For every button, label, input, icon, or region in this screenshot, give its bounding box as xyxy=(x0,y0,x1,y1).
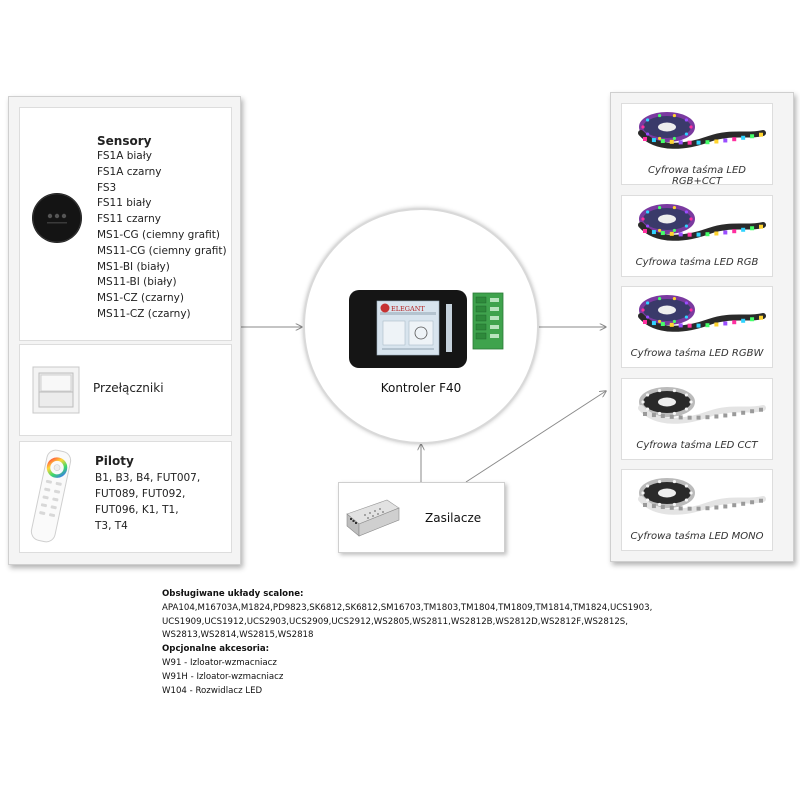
remotes-list: B1, B3, B4, FUT007, FUT089, FUT092, FUT096… xyxy=(95,470,200,534)
sensor-device-icon xyxy=(32,193,82,243)
controller-brand-logo: ELEGANT xyxy=(391,305,425,313)
led-strip-label: Cyfrowa taśma LED RGB+CCT xyxy=(647,165,747,187)
white-led-strip-image xyxy=(638,386,766,424)
remotes-panel: Piloty B1, B3, B4, FUT007, FUT089, FUT092… xyxy=(19,441,232,553)
chips-line: APA104,M16703A,M1824,PD9823,SK6812,SK681… xyxy=(162,602,653,613)
remotes-title: Piloty xyxy=(95,454,134,468)
led-strip-label: Cyfrowa taśma LED CCT xyxy=(636,439,758,451)
power-supply-label: Zasilacze xyxy=(425,511,482,525)
sensor-item: FS1A czarny xyxy=(97,165,162,178)
led-strip-label: Cyfrowa taśma LED MONO xyxy=(630,531,764,542)
rgb-led-strip-image xyxy=(638,112,766,149)
accessories-title: Opcjonalne akcesoria: xyxy=(162,644,270,655)
led-strip-card: Cyfrowa taśma LED RGB xyxy=(621,194,773,277)
led-strip-card: Cyfrowa taśma LED CCT xyxy=(621,377,773,460)
controller-circle: ELEGANT Kontroler F40 xyxy=(303,208,539,444)
arrow-power-to-outputs xyxy=(465,391,606,483)
controller-label: Kontroler F40 xyxy=(380,381,462,395)
rgb-led-strip-image xyxy=(638,295,766,332)
remote-models-line: FUT089, FUT092, xyxy=(95,488,186,500)
chips-line: UCS1909,UCS1912,UCS2903,UCS2909,UCS2912,… xyxy=(162,616,628,627)
notes-section: Obsługiwane układy scalone: APA104,M1670… xyxy=(162,588,652,698)
remote-models-line: FUT096, K1, T1, xyxy=(95,504,179,516)
sensor-item: MS11-CG (ciemny grafit) xyxy=(97,244,227,257)
remote-models-line: T3, T4 xyxy=(95,520,128,532)
sensor-item: MS11-CZ (czarny) xyxy=(97,307,191,320)
power-supply-icon xyxy=(346,499,400,537)
led-strip-label: Cyfrowa taśma LED RGB xyxy=(635,256,759,268)
led-strip-card: Cyfrowa taśma LED MONO xyxy=(621,469,773,551)
chips-title: Obsługiwane układy scalone: xyxy=(162,589,304,599)
led-strip-card: Cyfrowa taśma LED RGBW xyxy=(621,286,773,368)
sensors-title: Sensory xyxy=(97,134,152,148)
accessory-item: W104 - Rozwidlacz LED xyxy=(162,685,263,696)
power-supply-panel: Zasilacze xyxy=(338,482,505,553)
sensor-item: FS3 xyxy=(97,181,117,194)
remote-models-line: B1, B3, B4, FUT007, xyxy=(95,472,201,484)
rgb-led-strip-image xyxy=(638,203,766,241)
accessory-item: W91H - Izloator-wzmacniacz xyxy=(162,671,284,682)
remote-control-icon xyxy=(30,449,72,543)
sensor-item: MS1-CG (ciemny grafit) xyxy=(97,228,220,241)
controller-device-image: ELEGANT xyxy=(349,290,504,368)
wall-switch-icon xyxy=(32,366,80,414)
sensor-item: FS11 biały xyxy=(97,197,152,210)
led-strip-label: Cyfrowa taśma LED RGBW xyxy=(630,348,764,359)
accessory-item: W91 - Izloator-wzmacniacz xyxy=(162,657,277,668)
switches-panel: Przełączniki xyxy=(19,344,232,436)
switches-title: Przełączniki xyxy=(93,381,164,395)
sensor-item: MS1-BI (biały) xyxy=(97,260,170,273)
led-strip-card: Cyfrowa taśma LED RGB+CCT xyxy=(621,103,773,187)
chips-line: WS2813,WS2814,WS2815,WS2818 xyxy=(162,630,314,641)
sensor-item: MS1-CZ (czarny) xyxy=(97,292,184,305)
white-led-strip-image xyxy=(638,478,766,515)
sensor-item: FS11 czarny xyxy=(97,213,161,226)
outputs-group: Cyfrowa taśma LED RGB+CCT Cyfrowa taśma L… xyxy=(610,92,794,562)
sensor-item: FS1A biały xyxy=(97,150,152,162)
sensor-item: MS11-BI (biały) xyxy=(97,276,177,289)
